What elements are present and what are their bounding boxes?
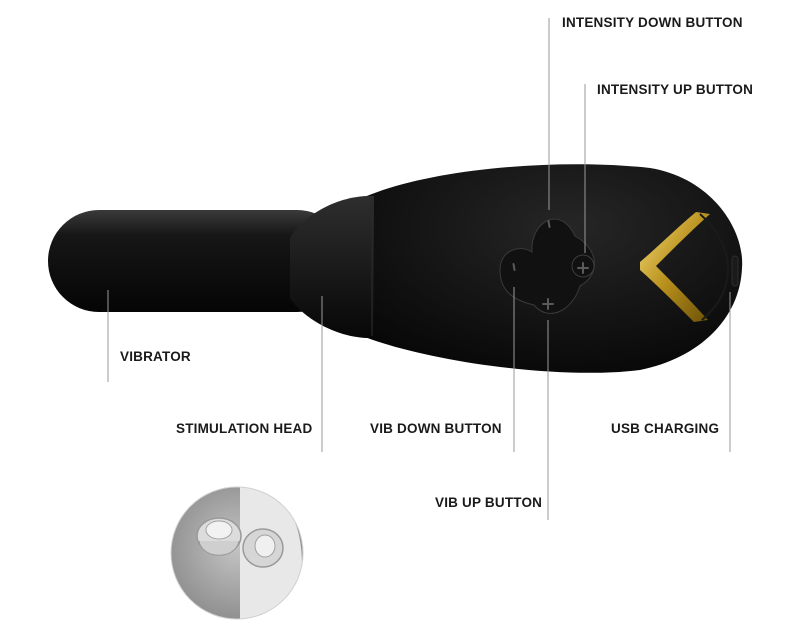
vib-up-button[interactable] [542, 298, 554, 310]
button-cluster [499, 218, 595, 314]
intensity-down-button[interactable] [547, 220, 551, 228]
label-usb-charging: USB CHARGING [611, 421, 720, 436]
label-vib-up-button: VIB UP BUTTON [435, 495, 543, 510]
vibrator-shaft [48, 210, 348, 312]
intensity-up-button[interactable] [571, 254, 595, 278]
label-intensity-down-button: INTENSITY DOWN BUTTON [562, 15, 743, 30]
inset-head-attachments [171, 487, 303, 619]
plus-icon [542, 298, 554, 310]
plus-icon [577, 262, 589, 274]
leader-lines [107, 18, 731, 520]
label-vibrator: VIBRATOR [120, 349, 191, 364]
gold-chevron-accent [640, 212, 730, 322]
label-intensity-up-button: INTENSITY UP BUTTON [597, 82, 754, 97]
minus-icon [512, 263, 516, 271]
stimulation-head [290, 196, 374, 338]
minus-icon [547, 220, 551, 228]
vib-down-button[interactable] [512, 263, 516, 271]
label-stimulation-head: STIMULATION HEAD [176, 421, 313, 436]
label-vib-down-button: VIB DOWN BUTTON [370, 421, 502, 436]
usb-charging-port [731, 255, 739, 287]
